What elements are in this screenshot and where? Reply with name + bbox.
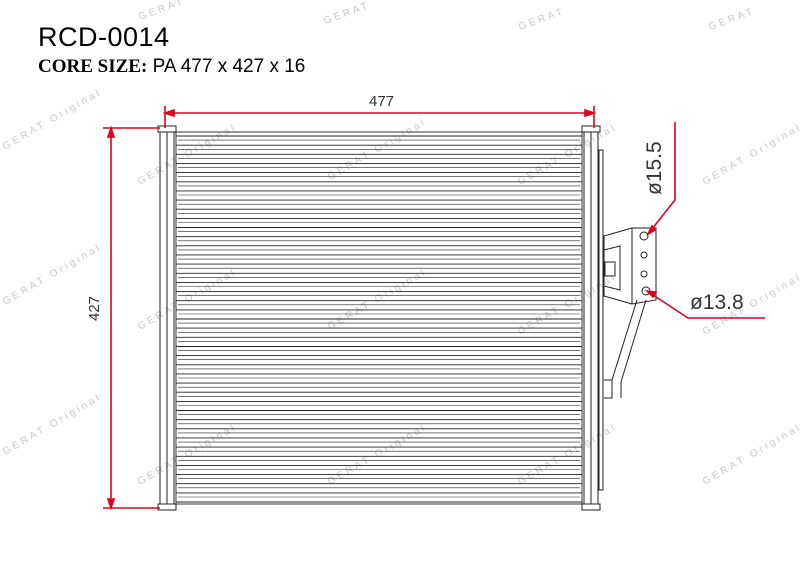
- watermark-text: GERAT Original: [326, 267, 429, 333]
- outlet-leader-line: [646, 290, 765, 319]
- watermark-text: GERAT Original: [701, 122, 800, 188]
- left-header-tank: [157, 125, 177, 511]
- dimension-lines: [103, 106, 765, 511]
- inlet-diameter-label: ø15.5: [643, 141, 666, 195]
- watermark-text: GERAT Original: [326, 422, 429, 488]
- condenser-core: [175, 131, 583, 505]
- width-arrow-left: [162, 108, 175, 118]
- core-size-spec: CORE SIZE: PA 477 x 427 x 16: [38, 56, 305, 78]
- watermark-text: GERAT Original: [701, 422, 800, 488]
- watermark-text: GERAT Original: [1, 392, 104, 458]
- watermark-text: GERAT: [322, 0, 372, 27]
- outlet-diameter-label: ø13.8: [690, 291, 744, 314]
- height-arrow-top: [106, 125, 116, 138]
- watermark-text: GERAT Original: [136, 267, 239, 333]
- watermark-text: GERAT Original: [136, 422, 239, 488]
- core-size-label: CORE SIZE:: [38, 56, 148, 77]
- watermark-text: GERAT: [707, 6, 757, 33]
- part-number-title: RCD-0014: [38, 22, 170, 52]
- inlet-leader-arrow: [646, 224, 657, 237]
- height-dimension-label: 427: [86, 296, 103, 321]
- right-header-tank: [581, 125, 601, 511]
- watermark-text: GERAT Original: [516, 422, 619, 488]
- watermark-text: GERAT: [517, 6, 567, 33]
- receiver-drier: [598, 149, 604, 491]
- core-size-value: PA 477 x 427 x 16: [152, 56, 306, 77]
- width-arrow-right: [584, 108, 597, 118]
- inlet-leader-line: [647, 122, 676, 235]
- outlet-leader-arrow: [644, 289, 658, 299]
- watermark-text: GERAT Original: [1, 87, 104, 153]
- width-dimension-label: 477: [369, 93, 394, 110]
- watermark-text: GERAT: [137, 0, 187, 23]
- height-arrow-bottom: [106, 498, 116, 511]
- fitting-block: [603, 227, 657, 399]
